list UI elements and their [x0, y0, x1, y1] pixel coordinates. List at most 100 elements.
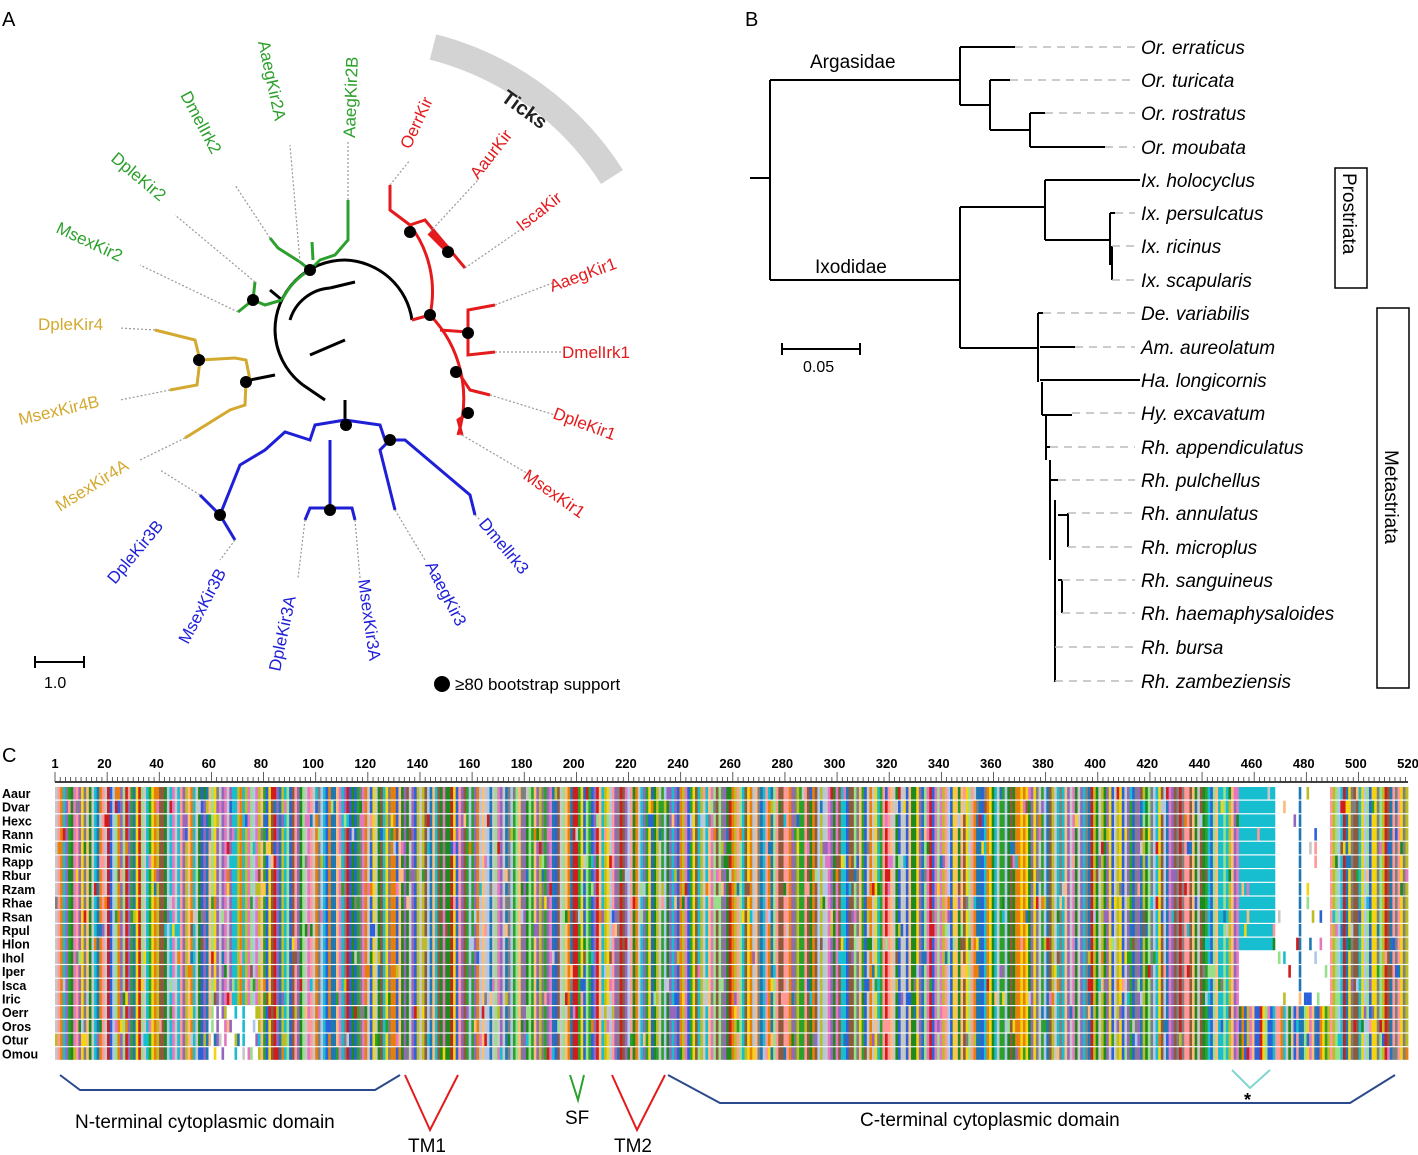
alignment-cell [830, 787, 834, 800]
alignment-cell [437, 869, 441, 882]
alignment-cell [289, 882, 293, 896]
alignment-cell [544, 896, 548, 910]
alignment-cell [390, 828, 394, 841]
alignment-cell [372, 787, 376, 800]
alignment-cell [643, 787, 647, 800]
alignment-cell [169, 828, 173, 841]
alignment-cell [840, 787, 844, 800]
alignment-cell [1342, 841, 1346, 855]
alignment-cell [976, 855, 980, 868]
alignment-cell [996, 869, 1000, 882]
alignment-cell [289, 800, 293, 814]
alignment-cell [1314, 828, 1318, 841]
alignment-cell [1017, 855, 1021, 868]
alignment-cell [304, 841, 308, 855]
alignment-cell [765, 814, 769, 827]
alignment-cell [117, 869, 121, 882]
alignment-cell [1028, 814, 1032, 827]
alignment-cell [819, 882, 823, 896]
alignment-cell [687, 814, 691, 827]
alignment-cell [541, 841, 545, 855]
alignment-cell [1080, 882, 1084, 896]
alignment-cell [62, 896, 66, 910]
alignment-cell [68, 828, 72, 841]
alignment-cell [799, 800, 803, 814]
alignment-cell [799, 841, 803, 855]
alignment-cell [957, 787, 961, 800]
alignment-cell [398, 814, 402, 827]
alignment-cell [169, 882, 173, 896]
alignment-cell [78, 855, 82, 868]
alignment-cell [1012, 896, 1016, 910]
alignment-cell [216, 855, 220, 868]
alignment-cell [749, 841, 753, 855]
alignment-cell [864, 896, 868, 910]
alignment-cell [107, 882, 111, 896]
sequence-name: Rmic [2, 842, 33, 856]
alignment-cell [989, 882, 993, 896]
alignment-cell [877, 882, 881, 896]
alignment-cell [1116, 882, 1120, 896]
alignment-cell [398, 896, 402, 910]
alignment-cell [921, 814, 925, 827]
alignment-cell [494, 841, 498, 855]
alignment-cell [1030, 869, 1034, 882]
alignment-cell [1231, 828, 1235, 841]
alignment-cell [510, 814, 514, 827]
alignment-cell [892, 800, 896, 814]
alignment-cell [1142, 828, 1146, 841]
alignment-cell [1212, 814, 1216, 827]
alignment-cell [1153, 855, 1157, 868]
alignment-cell [1249, 841, 1253, 855]
alignment-cell [1259, 869, 1263, 882]
alignment-cell [931, 814, 935, 827]
alignment-cell [885, 855, 889, 868]
alignment-cell [874, 882, 878, 896]
alignment-cell [133, 787, 137, 800]
alignment-cell [273, 896, 277, 910]
alignment-cell [611, 882, 615, 896]
alignment-cell [291, 841, 295, 855]
alignment-cell [1176, 855, 1180, 868]
alignment-cell [1329, 882, 1333, 896]
alignment-cell [557, 787, 561, 800]
alignment-cell [1043, 855, 1047, 868]
alignment-cell [375, 882, 379, 896]
alignment-cell [1153, 841, 1157, 855]
alignment-cell [853, 800, 857, 814]
alignment-cell [765, 841, 769, 855]
alignment-cell [1259, 855, 1263, 868]
alignment-cell [213, 814, 217, 827]
alignment-cell [713, 787, 717, 800]
alignment-cell [1067, 869, 1071, 882]
alignment-cell [968, 855, 972, 868]
alignment-cell [942, 869, 946, 882]
alignment-cell [229, 800, 233, 814]
alignment-cell [174, 814, 178, 827]
alignment-cell [117, 828, 121, 841]
alignment-cell [1145, 869, 1149, 882]
alignment-cell [1054, 869, 1058, 882]
alignment-cell [757, 896, 761, 910]
alignment-cell [481, 882, 485, 896]
alignment-cell [323, 841, 326, 855]
alignment-cell [747, 814, 751, 827]
alignment-cell [257, 828, 261, 841]
alignment-cell [1212, 828, 1216, 841]
alignment-cell [1283, 841, 1287, 855]
alignment-cell [1332, 841, 1336, 855]
alignment-cell [710, 855, 714, 868]
alignment-cell [153, 828, 157, 841]
alignment-cell [1100, 841, 1104, 855]
alignment-cell [851, 814, 855, 827]
alignment-cell [349, 814, 353, 827]
alignment-cell [1056, 855, 1060, 868]
alignment-cell [726, 828, 730, 841]
alignment-cell [336, 800, 340, 814]
alignment-cell [1231, 855, 1235, 868]
alignment-cell [1285, 882, 1289, 896]
alignment-cell [1160, 828, 1164, 841]
alignment-cell [835, 896, 839, 910]
alignment-cell [338, 800, 342, 814]
ruler-tick-label: 60 [202, 756, 216, 771]
